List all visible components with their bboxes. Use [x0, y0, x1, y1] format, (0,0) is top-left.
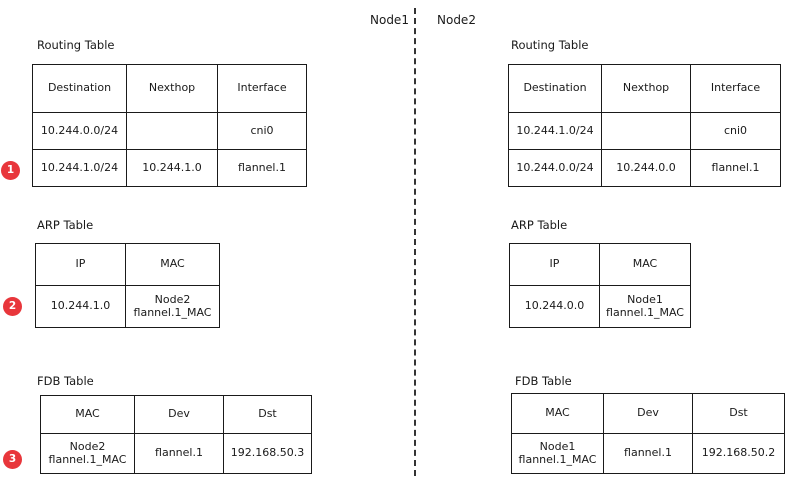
mac-iface: flannel.1_MAC [48, 452, 127, 466]
right-arp-table: IP MAC 10.244.0.0 Node1 flannel.1_MAC [509, 243, 691, 328]
table-row: Node1 flannel.1_MAC flannel.1 192.168.50… [511, 433, 785, 474]
table-cell: 10.244.0.0 [601, 149, 691, 187]
table-cell [126, 112, 218, 150]
table-cell: Node1 flannel.1_MAC [599, 285, 691, 328]
table-cell: flannel.1 [217, 149, 307, 187]
table-cell: 10.244.1.0/24 [32, 149, 127, 187]
header-cell: Interface [690, 64, 781, 113]
step-badge-3: 3 [3, 450, 22, 469]
left-fdb-table: MAC Dev Dst Node2 flannel.1_MAC flannel.… [40, 395, 312, 474]
table-row: 10.244.1.0 Node2 flannel.1_MAC [35, 285, 220, 328]
table-cell: Node1 flannel.1_MAC [511, 433, 604, 474]
mac-node: Node1 [539, 439, 576, 453]
left-routing-title: Routing Table [37, 38, 115, 52]
table-cell: cni0 [690, 112, 781, 150]
table-cell: 10.244.1.0 [126, 149, 218, 187]
header-cell: Dev [603, 393, 693, 434]
left-fdb-title: FDB Table [37, 374, 94, 388]
header-cell: Nexthop [126, 64, 218, 113]
node-divider [414, 8, 416, 476]
header-cell: Interface [217, 64, 307, 113]
mac-iface: flannel.1_MAC [133, 305, 212, 319]
header-cell: Nexthop [601, 64, 691, 113]
mac-iface: flannel.1_MAC [518, 452, 597, 466]
table-cell: 10.244.0.0/24 [32, 112, 127, 150]
table-row: 10.244.1.0/24 cni0 [508, 112, 781, 150]
right-arp-title: ARP Table [511, 218, 568, 232]
header-cell: Destination [32, 64, 127, 113]
mac-node: Node2 [154, 292, 191, 306]
node1-label: Node1 [370, 13, 409, 27]
table-cell: 192.168.50.3 [223, 433, 312, 474]
header-cell: IP [509, 243, 600, 286]
right-fdb-table: MAC Dev Dst Node1 flannel.1_MAC flannel.… [511, 393, 785, 474]
table-row: 10.244.0.0/24 cni0 [32, 112, 307, 150]
table-cell: 192.168.50.2 [692, 433, 785, 474]
table-cell: flannel.1 [134, 433, 224, 474]
table-cell: 10.244.0.0 [509, 285, 600, 328]
table-cell: Node2 flannel.1_MAC [40, 433, 135, 474]
table-cell: cni0 [217, 112, 307, 150]
table-header-row: MAC Dev Dst [511, 393, 785, 434]
table-cell: flannel.1 [603, 433, 693, 474]
header-cell: Dst [223, 395, 312, 434]
table-cell: 10.244.1.0/24 [508, 112, 602, 150]
table-row: 10.244.1.0/24 10.244.1.0 flannel.1 [32, 149, 307, 187]
table-cell: flannel.1 [690, 149, 781, 187]
header-cell: MAC [511, 393, 604, 434]
step-badge-1: 1 [1, 161, 20, 180]
header-cell: IP [35, 243, 126, 286]
header-cell: MAC [125, 243, 220, 286]
node2-label: Node2 [437, 13, 476, 27]
mac-node: Node1 [627, 292, 663, 306]
table-row: 10.244.0.0/24 10.244.0.0 flannel.1 [508, 149, 781, 187]
table-header-row: MAC Dev Dst [40, 395, 312, 434]
header-cell: Dst [692, 393, 785, 434]
table-row: 10.244.0.0 Node1 flannel.1_MAC [509, 285, 691, 328]
right-routing-table: Destination Nexthop Interface 10.244.1.0… [508, 64, 781, 187]
table-cell: 10.244.0.0/24 [508, 149, 602, 187]
header-cell: MAC [40, 395, 135, 434]
table-header-row: Destination Nexthop Interface [32, 64, 307, 113]
table-header-row: Destination Nexthop Interface [508, 64, 781, 113]
left-arp-title: ARP Table [37, 218, 94, 232]
mac-iface: flannel.1_MAC [606, 305, 684, 319]
left-routing-table: Destination Nexthop Interface 10.244.0.0… [32, 64, 307, 187]
step-badge-2: 2 [3, 297, 22, 316]
table-header-row: IP MAC [35, 243, 220, 286]
right-fdb-title: FDB Table [515, 374, 572, 388]
table-cell: 10.244.1.0 [35, 285, 126, 328]
left-arp-table: IP MAC 10.244.1.0 Node2 flannel.1_MAC [35, 243, 220, 328]
mac-node: Node2 [69, 439, 106, 453]
header-cell: Dev [134, 395, 224, 434]
table-cell [601, 112, 691, 150]
header-cell: Destination [508, 64, 602, 113]
table-row: Node2 flannel.1_MAC flannel.1 192.168.50… [40, 433, 312, 474]
table-header-row: IP MAC [509, 243, 691, 286]
right-routing-title: Routing Table [511, 38, 589, 52]
table-cell: Node2 flannel.1_MAC [125, 285, 220, 328]
header-cell: MAC [599, 243, 691, 286]
